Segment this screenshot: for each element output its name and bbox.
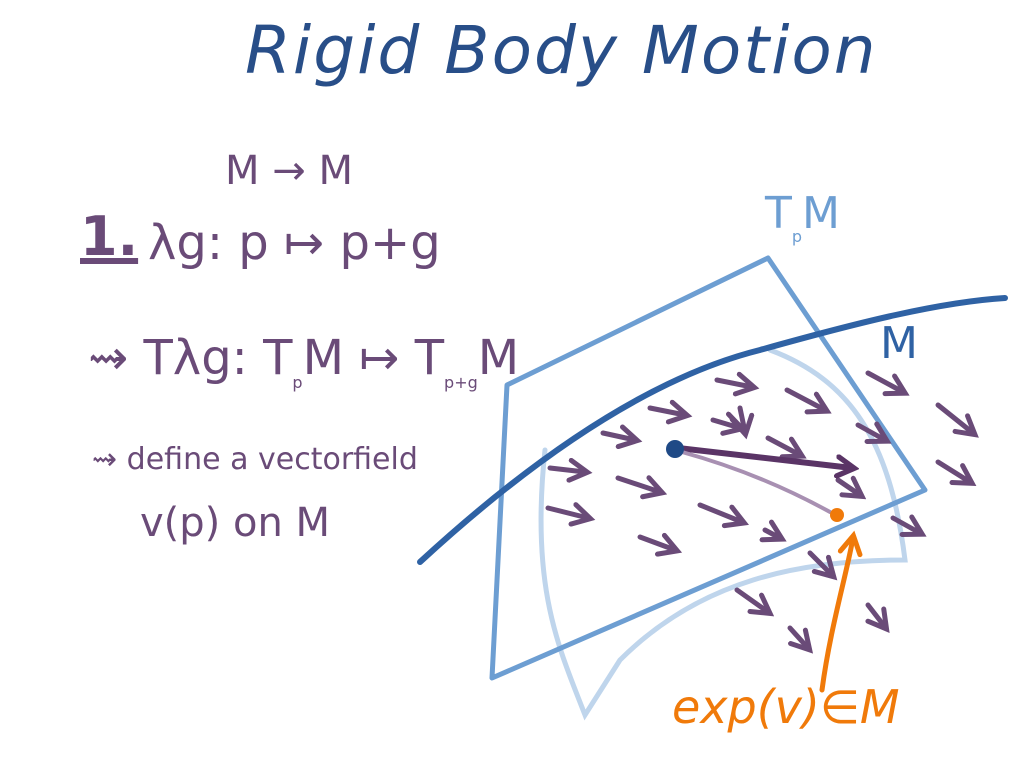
field-arrow (600, 424, 643, 450)
field-arrow (647, 399, 693, 425)
field-arrow (765, 435, 807, 460)
field-arrow (710, 411, 748, 436)
step-number: 1. (80, 205, 139, 268)
field-arrow (547, 457, 593, 483)
field-arrow (865, 602, 890, 633)
manifold-curve (417, 295, 1008, 565)
geodesic-path (680, 450, 832, 514)
field-arrow (855, 421, 892, 444)
map-domain-codomain: M → M (225, 148, 353, 194)
field-arrow (759, 519, 787, 543)
tangent-space-label-sub: p (791, 227, 803, 246)
field-arrow (714, 371, 760, 397)
tangent-map-sub-pg: p+g (444, 373, 478, 392)
field-arrow (545, 502, 596, 527)
field-arrow (734, 587, 775, 617)
tangent-map-end: M (477, 330, 520, 386)
field-arrow (865, 370, 910, 397)
field-arrow (729, 405, 755, 440)
field-arrow (615, 475, 668, 500)
field-arrow (784, 387, 832, 415)
manifold-label: M (880, 318, 918, 369)
tangent-map-definition: ⇝ Tλg: TpM ↦ Tp+gM (88, 330, 520, 392)
vector-field-arrows (545, 370, 979, 654)
tangent-space-label-t: T (765, 188, 792, 239)
exp-point (830, 508, 844, 522)
page-title: Rigid Body Motion (245, 12, 878, 89)
field-arrow (697, 502, 749, 529)
define-vectorfield-note: ⇝ define a vectorfield (92, 442, 418, 477)
field-arrow (935, 402, 979, 438)
field-arrow (787, 625, 814, 654)
field-arrow (890, 514, 927, 537)
field-arrow (807, 550, 838, 581)
tangent-space-label: TpM (765, 188, 841, 246)
tangent-space-label-m: M (802, 188, 841, 239)
base-point-p (666, 440, 684, 458)
vector-field-on-manifold-note: v(p) on M (140, 500, 331, 546)
tangent-map-prefix: ⇝ Tλg: T (88, 330, 293, 386)
tangent-map-sub-p: p (292, 373, 303, 392)
lambda-map-definition: λg: p ↦ p+g (148, 215, 441, 271)
exp-map-label: exp(v)∈M (672, 680, 900, 734)
exp-pointer-arrow (819, 530, 863, 693)
field-arrow (637, 532, 683, 557)
surface-patch (538, 347, 908, 721)
tangent-map-mid: M ↦ T (302, 330, 445, 386)
tangent-vector-v (675, 445, 852, 468)
field-arrow (835, 475, 867, 500)
tangent-plane (489, 255, 928, 681)
field-arrow (935, 459, 977, 486)
